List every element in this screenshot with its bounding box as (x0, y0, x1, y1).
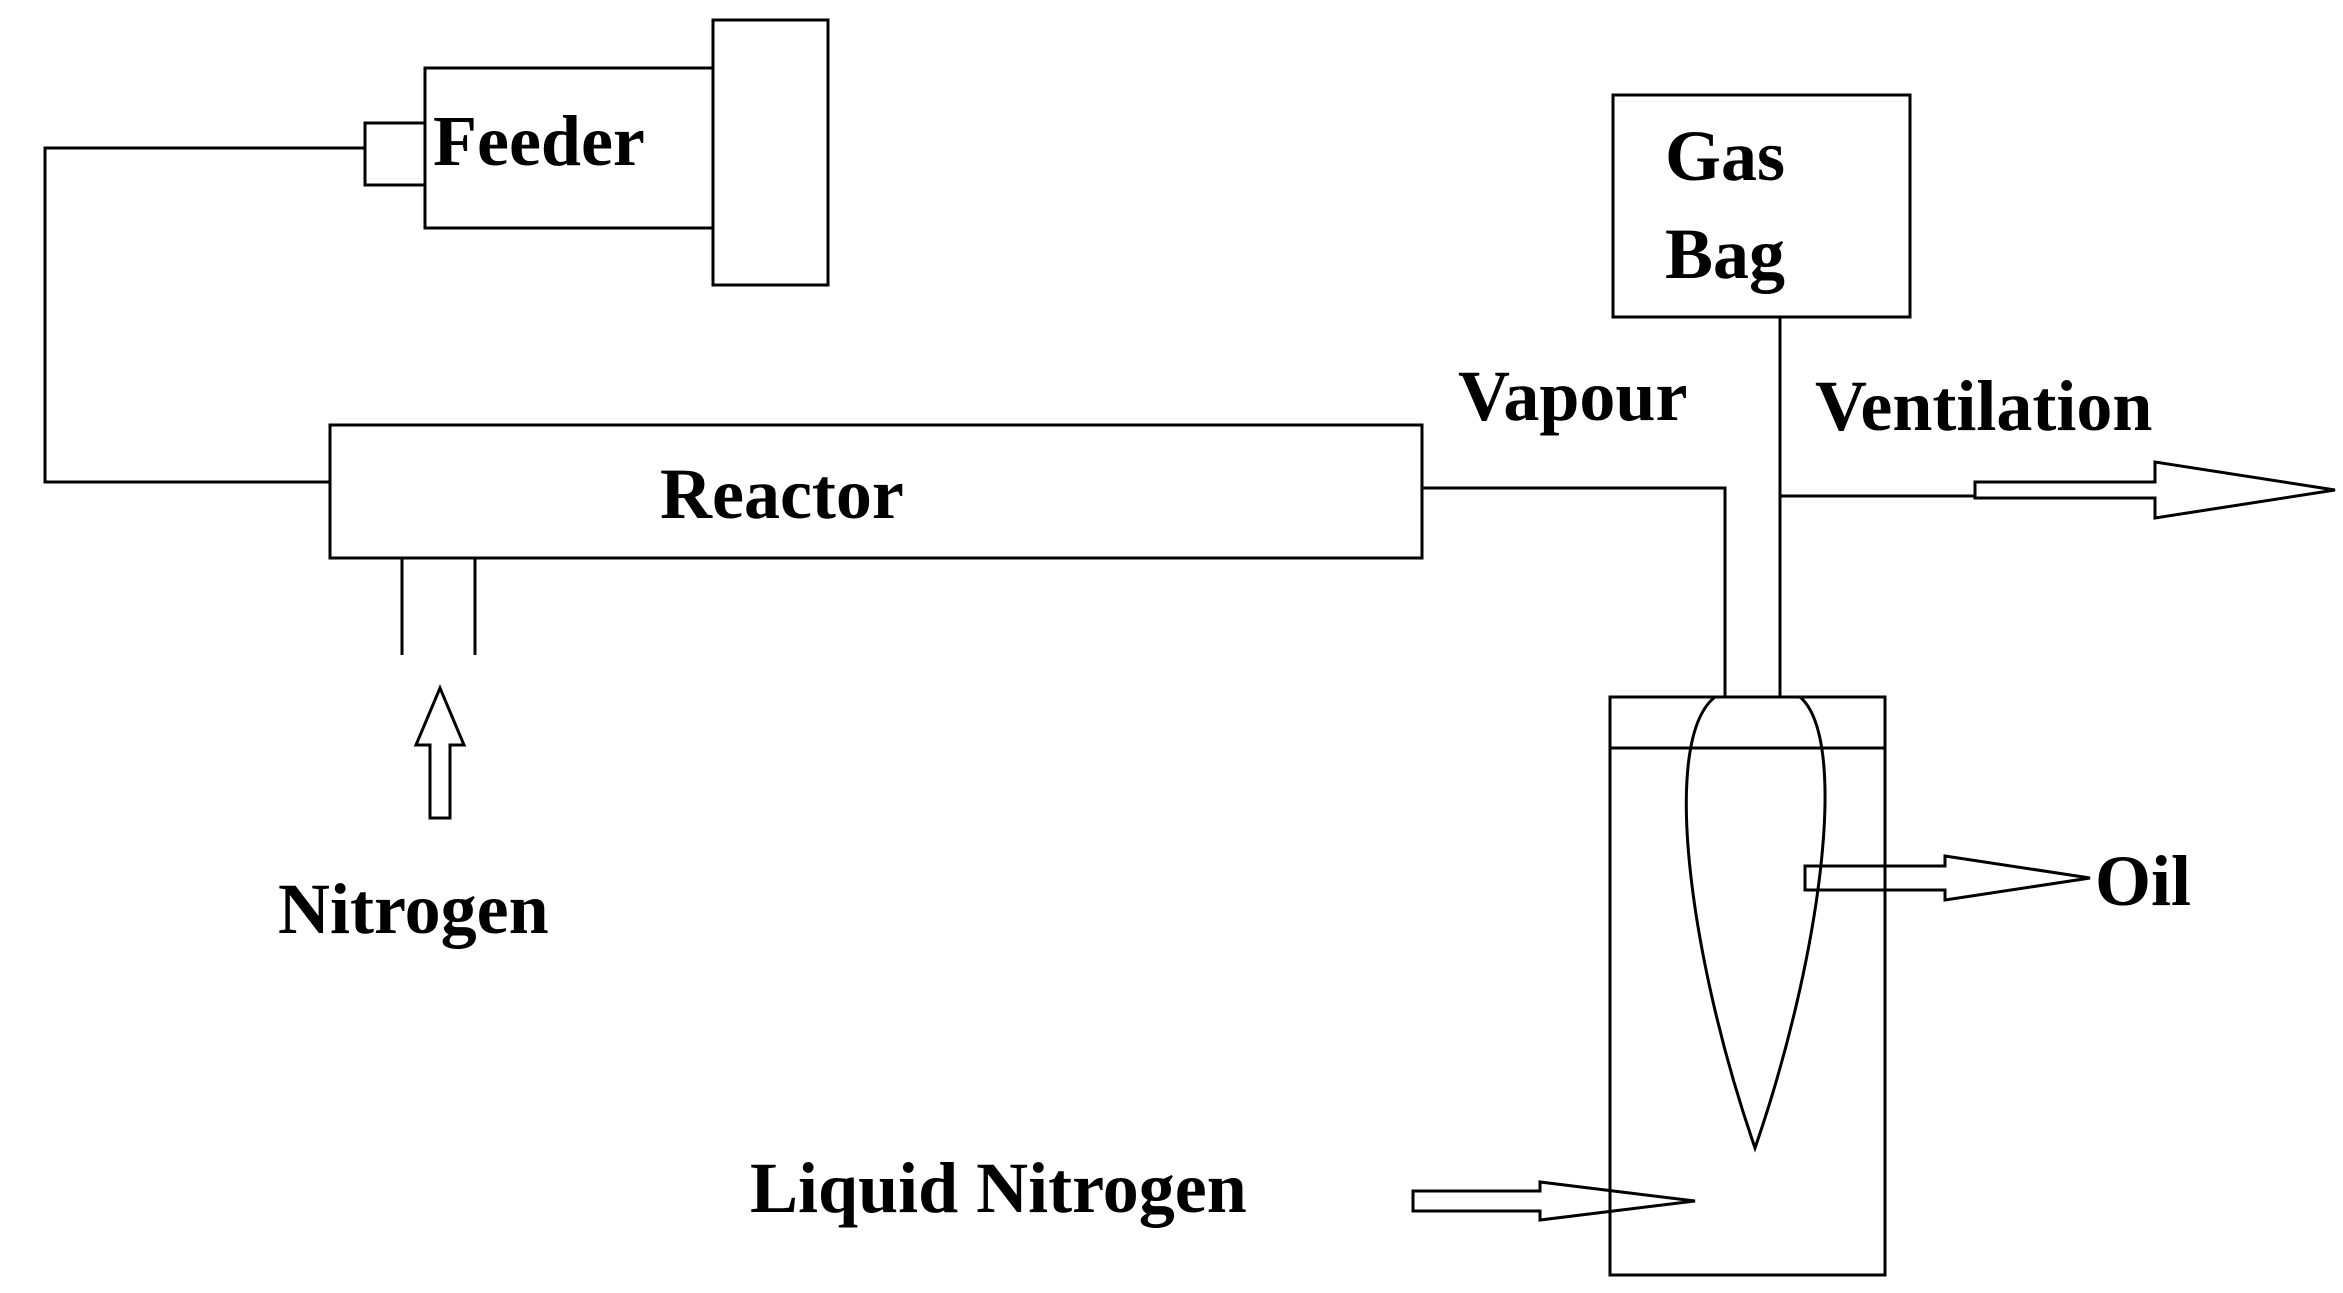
reactor-label: Reactor (660, 454, 904, 534)
gas-bag: Gas Bag (1611, 93, 1912, 319)
feeder-hopper (711, 18, 830, 287)
condenser (1608, 695, 1887, 1277)
reactor: Reactor (328, 423, 1424, 655)
nitrogen-arrow (413, 684, 467, 820)
feeder-label: Feeder (433, 101, 645, 181)
oil-arrow (1803, 854, 2091, 902)
ventilation-label: Ventilation (1815, 366, 2152, 446)
reactor-vessel (328, 423, 1424, 560)
liquid-nitrogen-inlet: Liquid Nitrogen (750, 1148, 1696, 1228)
nitrogen-inlet: Nitrogen (278, 684, 549, 949)
oil-outlet: Oil (1803, 841, 2191, 921)
feeder-outlet (363, 121, 427, 187)
feeder: Feeder (363, 18, 830, 287)
liquid-nitrogen-label: Liquid Nitrogen (750, 1148, 1247, 1228)
ventilation-arrow (1973, 460, 2336, 520)
feed-line (43, 146, 365, 484)
vapour-label: Vapour (1458, 356, 1687, 436)
condenser-vessel (1608, 695, 1887, 1277)
gas-bag-box (1611, 93, 1912, 319)
liquid-nitrogen-arrow (1411, 1180, 1696, 1222)
oil-label: Oil (2095, 841, 2191, 921)
nitrogen-label: Nitrogen (278, 869, 549, 949)
gas-bag-label-line2: Bag (1665, 214, 1785, 294)
collection-flask (1684, 695, 1827, 1153)
gas-bag-label-line1: Gas (1665, 116, 1785, 196)
vapour-line (1422, 486, 1727, 697)
